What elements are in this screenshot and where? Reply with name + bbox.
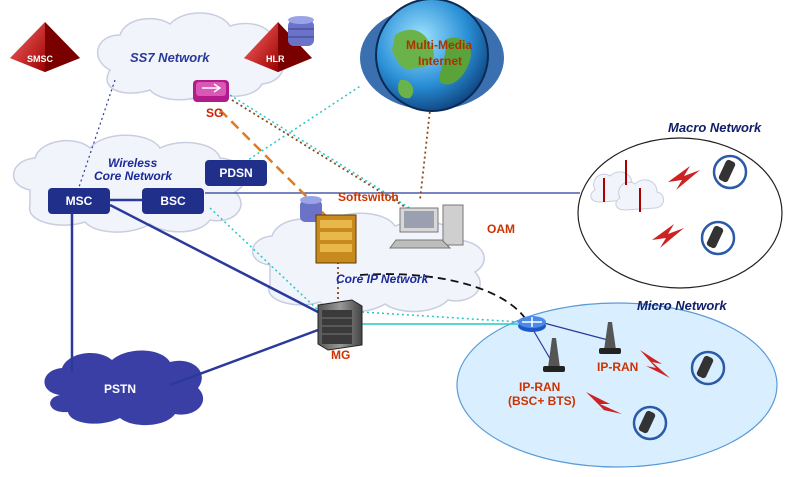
core-ip-label: Core IP Network — [336, 272, 429, 286]
link-pstn-mg — [169, 328, 319, 387]
pstn-cloud — [44, 350, 204, 426]
lightning-icon — [586, 166, 700, 414]
mg-cabinet-icon — [317, 299, 363, 351]
sg-label: SG — [206, 106, 224, 120]
msc-box — [48, 188, 110, 214]
bts-tower-icon — [543, 322, 621, 372]
link-internet-oam — [419, 91, 433, 201]
pdsn-label: PDSN — [219, 166, 253, 180]
link-sg-oam — [229, 94, 433, 223]
ipran2-label-2: (BSC+ BTS) — [508, 394, 576, 408]
link-sg-softswitch — [219, 109, 326, 216]
macro-network-area — [577, 137, 783, 289]
phone-icon — [632, 154, 748, 441]
ipran-label: IP-RAN — [597, 360, 639, 374]
msc-label: MSC — [65, 194, 93, 208]
sg-router-icon — [193, 80, 229, 102]
link-ss7-msc — [77, 79, 116, 191]
link-core-internet — [244, 84, 363, 163]
link-softswitch-router — [359, 273, 526, 319]
router-icon — [518, 316, 546, 332]
workstation-icon — [389, 204, 464, 249]
pstn-label: PSTN — [104, 382, 137, 396]
hlr-label: HLR — [266, 54, 285, 64]
ipran2-label-1: IP-RAN — [519, 380, 561, 394]
micro-network-label: Micro Network — [637, 298, 727, 313]
macro-tower-icon — [590, 160, 664, 212]
ss7-network-label: SS7 Network — [130, 50, 210, 65]
server-icon — [300, 196, 357, 264]
smsc-icon — [10, 22, 80, 72]
wireless-label-1: Wireless — [108, 156, 158, 170]
mg-label: MG — [331, 348, 351, 362]
link-mg-router-dotted — [361, 311, 521, 323]
macro-network-label: Macro Network — [668, 120, 762, 135]
globe-icon — [360, 0, 504, 112]
wireless-label-2: Core Network — [94, 169, 173, 183]
pdsn-box — [205, 160, 267, 186]
hlr-icon — [244, 16, 314, 72]
internet-label-1: Multi-Media — [406, 38, 472, 52]
softswitch-label: Softswitch — [338, 190, 399, 204]
bsc-box — [142, 188, 204, 214]
link-router-ipran — [531, 327, 553, 363]
link-msc-mg — [109, 203, 319, 314]
oam-label: OAM — [487, 222, 515, 236]
link-router-ipran2 — [539, 321, 609, 341]
internet-label-2: Internet — [418, 54, 463, 68]
smsc-label: SMSC — [27, 54, 54, 64]
micro-network-area — [456, 302, 778, 468]
bsc-label: BSC — [160, 194, 186, 208]
